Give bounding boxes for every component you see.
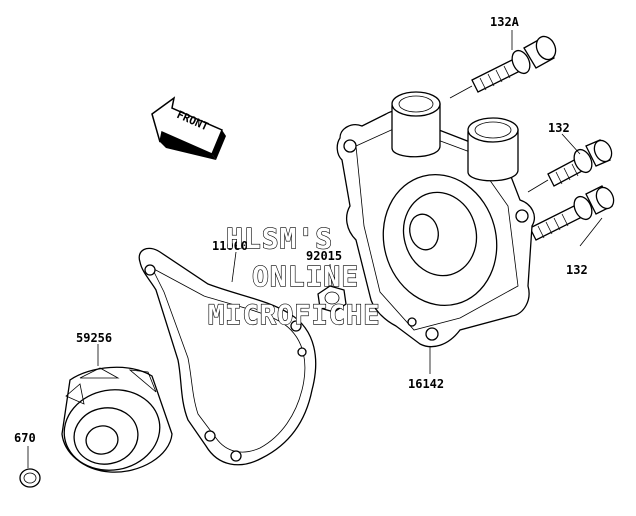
bolt-132-lower xyxy=(509,185,615,247)
label-132a: 132A xyxy=(490,15,520,29)
o-ring xyxy=(19,468,41,488)
watermark-line1: HLSM'S xyxy=(226,222,333,255)
bolt-132-middle xyxy=(527,139,613,193)
nut xyxy=(317,285,347,313)
gasket xyxy=(138,247,317,466)
label-16142: 16142 xyxy=(408,377,444,391)
label-92015: 92015 xyxy=(306,249,342,263)
pump-cover xyxy=(336,91,535,348)
leader-lines xyxy=(27,30,603,468)
bolt-132a xyxy=(449,35,557,99)
impeller xyxy=(61,366,173,473)
label-59256: 59256 xyxy=(76,331,112,345)
watermark-line2: ONLINE xyxy=(252,260,359,293)
watermark: HLSM'S ONLINE MICROFICHE xyxy=(207,221,381,331)
front-arrow: FRONT xyxy=(151,96,226,160)
label-11060: 11060 xyxy=(212,239,248,253)
label-670: 670 xyxy=(14,431,36,445)
label-132-lower: 132 xyxy=(566,263,588,277)
watermark-line3: MICROFICHE xyxy=(208,300,381,331)
label-132-middle: 132 xyxy=(548,121,570,135)
